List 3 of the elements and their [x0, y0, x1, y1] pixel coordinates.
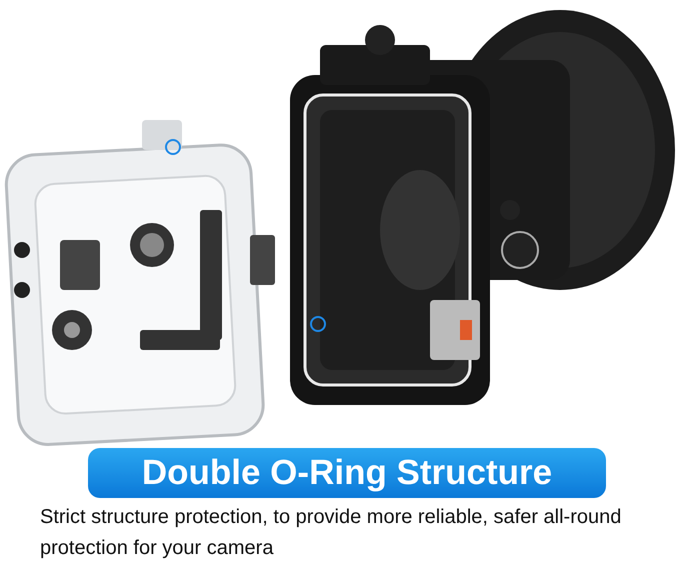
banner-title: Double O-Ring Structure	[142, 453, 552, 493]
title-banner	[88, 448, 606, 498]
description-text: Strict structure protection, to provide more reliable, safer all-round protection for your camera	[40, 505, 622, 561]
